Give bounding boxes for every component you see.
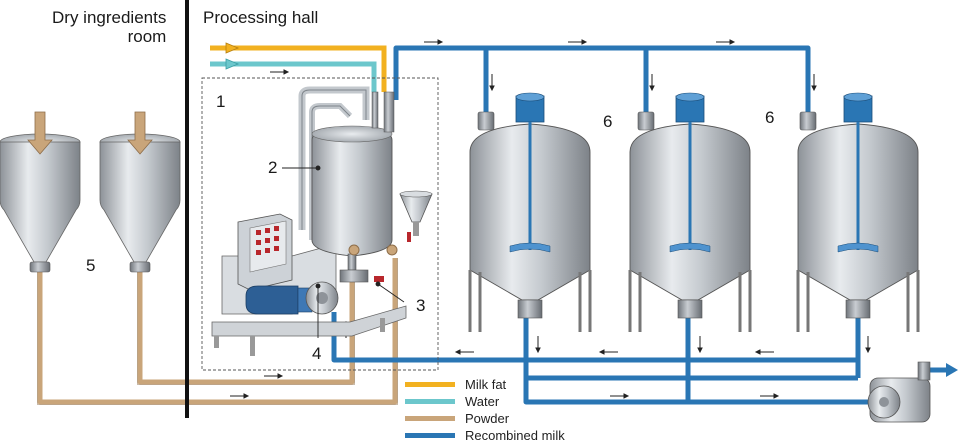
callout-pump: 4 [312,344,322,363]
storage-tank-3 [796,92,920,332]
legend: Milk fat Water Powder Recombined milk [405,376,605,444]
storage-tank-1 [468,92,592,332]
water-inlet-arrow [225,58,240,70]
silo-1 [0,111,81,273]
dry-ingredients-room-label: Dry ingredients room [52,8,166,46]
milk-fat-line [210,45,387,92]
legend-item-recombined-milk: Recombined milk [405,427,605,444]
legend-label-powder: Powder [465,411,510,426]
powder-line-silo-1 [37,258,398,405]
callout-mixing-tank: 2 [268,158,278,177]
legend-label-water: Water [465,394,500,409]
callout-leaders [282,165,405,338]
mixing-unit-frame [201,77,439,371]
callout-unit-3: 3 [416,296,426,315]
room-divider [185,0,189,418]
legend-item-milk-fat: Milk fat [405,376,605,393]
silo-2 [99,111,181,273]
legend-swatch-water [405,399,455,404]
legend-swatch-recombined-milk [405,433,455,438]
milk-return-line [331,312,861,363]
water-line [210,61,377,92]
discharge-arrow [946,363,958,377]
storage-tank-2 [628,92,752,332]
legend-item-powder: Powder [405,410,605,427]
milk-header-line [393,45,811,112]
callout-tank-group-a: 6 [603,112,613,131]
callout-tank-group-b: 6 [765,108,775,127]
legend-swatch-milk-fat [405,382,455,387]
callout-silos: 5 [86,256,96,275]
callout-mixing-unit: 1 [216,92,226,111]
dry-ingredients-label-line1: Dry ingredients [52,8,167,27]
milk-fat-inlet-arrow [225,42,240,54]
legend-label-recombined-milk: Recombined milk [465,428,565,443]
outlet-pump [867,361,931,423]
mixing-unit [211,86,433,356]
dry-ingredients-label-line2: room [127,27,167,46]
legend-label-milk-fat: Milk fat [465,377,507,392]
processing-hall-label: Processing hall [203,8,319,27]
legend-item-water: Water [405,393,605,410]
flow-arrows [230,39,871,399]
milk-outlet-line [523,318,870,405]
powder-line-silo-2 [137,250,355,385]
powder-lines [37,250,398,405]
legend-swatch-powder [405,416,455,421]
